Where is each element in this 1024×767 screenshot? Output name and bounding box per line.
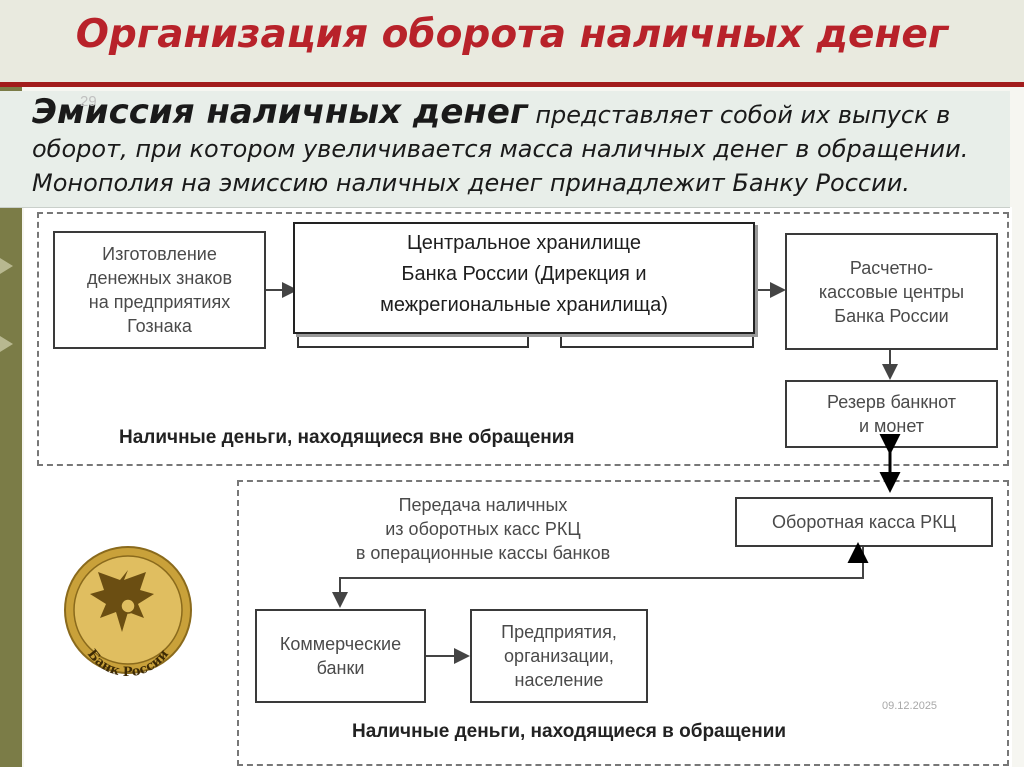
banks-line: банки [316,658,365,678]
production-line: Изготовление [102,244,217,264]
in-circulation-caption: Наличные деньги, находящиеся в обращении [352,721,787,742]
central-storage-box: Центральное хранилище Банка России (Дире… [293,222,755,334]
definition-line1: представляет собой их выпуск в [535,101,951,129]
definition-box: Эмиссия наличных денег представляет собо… [0,91,1010,208]
slide-date: 09.12.2025 [882,700,938,712]
title-band [0,0,1024,82]
central-storage-line: межрегиональные хранилища) [380,294,668,316]
working-cash-box: Оборотная касса РКЦ [735,497,993,547]
slide-number: 29 [80,93,97,110]
transfer-line: из оборотных касс РКЦ [385,519,581,539]
central-storage-line: Центральное хранилище [407,232,641,254]
strip-arrow-icon [0,258,13,274]
rkc-line: Банка России [834,305,949,326]
production-box: Изготовление денежных знаков на предприя… [53,231,266,349]
enterprises-line: население [514,670,604,690]
production-line: на предприятиях [88,292,231,312]
rkc-line: Расчетно- [849,257,934,278]
reserve-line: и монет [858,416,925,436]
definition-line3: Монополия на эмиссию наличных денег прин… [32,169,910,197]
reserve-line: Резерв банкнот [827,392,956,412]
hidden-box-edge [297,334,529,348]
outside-circulation-caption: Наличные деньги, находящиеся вне обращен… [119,427,575,448]
transfer-line: в операционные кассы банков [355,543,611,563]
arrow-working-cash-to-banks [332,547,864,608]
definition-line2: оборот, при котором увеличивается масса … [32,135,969,163]
in-circulation-region [237,480,1009,766]
production-line: Гознака [127,316,192,336]
left-decoration-strip [0,87,22,767]
enterprises-box: Предприятия, организации, население [470,609,648,703]
production-line: денежных знаков [86,268,233,288]
slide-title: Организация оборота наличных денег [75,12,949,57]
enterprises-line: организации, [504,646,614,666]
title-underline [0,82,1024,87]
central-storage-line: Банка России (Дирекция и [401,263,647,285]
rkc-line: кассовые центры [818,281,965,302]
transfer-label: Передача наличных из оборотных касс РКЦ … [318,493,648,565]
definition-text: Эмиссия наличных денег представляет собо… [32,95,1002,200]
commercial-banks-box: Коммерческие банки [255,609,426,703]
strip-arrow-icon [0,336,13,352]
enterprises-line: Предприятия, [501,622,617,642]
banks-line: Коммерческие [279,634,402,654]
hidden-box-edge [560,334,754,348]
definition-term: Эмиссия наличных денег [32,92,528,132]
rkc-box: Расчетно- кассовые центры Банка России [785,233,998,350]
reserve-box: Резерв банкнот и монет [785,380,998,448]
transfer-line: Передача наличных [398,495,568,515]
outside-circulation-region [37,212,1009,466]
